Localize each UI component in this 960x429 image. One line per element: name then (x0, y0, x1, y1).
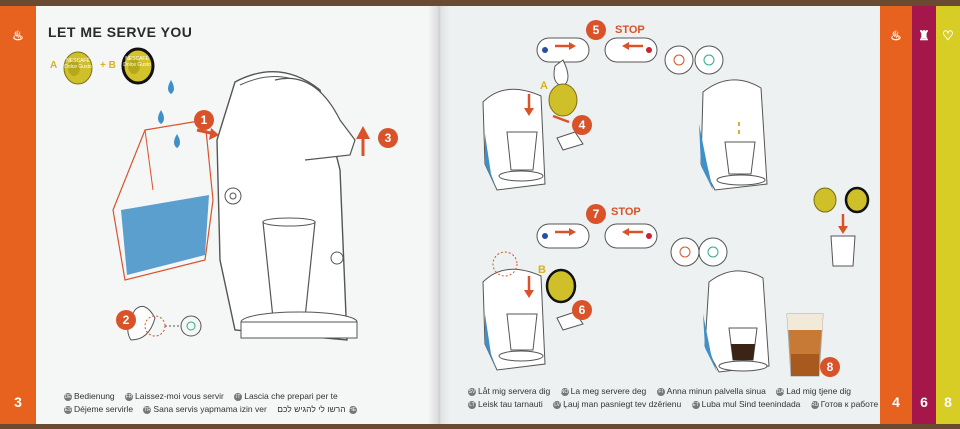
heart-icon: ♡ (942, 28, 954, 43)
language-code-chip: TR (143, 405, 152, 414)
language-code-chip: LT (468, 400, 476, 409)
tab-page-8: ♡ 8 (936, 6, 960, 424)
step-badge-2: 2 (116, 310, 136, 330)
capsule-pair-illustration (63, 47, 155, 85)
language-code-chip: LV (553, 400, 562, 409)
language-code-chip: RU (810, 400, 819, 409)
page-title: LET ME SERVE YOU (48, 24, 193, 40)
barista-icon: ♨ (12, 28, 24, 43)
coffee-machine-illustration (112, 71, 370, 341)
caption-text: Ļauj man pasniegt tev dzērienu (563, 399, 682, 409)
tab-number: 8 (944, 394, 952, 410)
page-number-left: 3 (14, 394, 22, 410)
caption-text: Bedienung (74, 391, 115, 401)
caption-text: Leisk tau tarnauti (478, 399, 543, 409)
capsule-brand-a: NESCAFÉ Dolce Gusto (64, 58, 92, 70)
language-code-chip: ES (64, 405, 72, 414)
caption-text: Déjeme servirle (74, 404, 134, 414)
caption-text: הרשו לי להגיש לכם (277, 404, 346, 414)
caption-text: Anna minun palvella sinua (666, 386, 766, 396)
caption-text: Sana servis yapmama izin ver (153, 404, 267, 414)
caption-text: La meg servere deg (570, 386, 647, 396)
step-badge-6: 6 (572, 300, 592, 320)
language-code-chip: DA (776, 387, 785, 396)
tab-page-4: ♨ 4 (880, 6, 912, 424)
language-code-chip: NO (560, 387, 569, 396)
language-code-chip: IT (234, 392, 243, 401)
language-code-chip: HE (348, 405, 357, 414)
tab-number: 6 (920, 394, 928, 410)
tab-number: 4 (892, 394, 900, 410)
step-badge-1: 1 (194, 110, 214, 130)
caption-text: Lascia che prepari per te (244, 391, 338, 401)
brewing-steps-illustration (482, 37, 870, 377)
step-badge-7: 7 (586, 204, 606, 224)
capsule-label-plus-b: + B (100, 60, 116, 71)
book-gutter (428, 6, 450, 424)
tab-page-6: ♜ 6 (912, 6, 936, 424)
step-badge-4: 4 (572, 115, 592, 135)
chess-icon: ♜ (918, 28, 930, 43)
capsule-brand-b: NESCAFÉ Dolce Gusto (123, 56, 151, 68)
language-code-chip: DE (64, 392, 72, 401)
step-badge-3: 3 (378, 128, 398, 148)
language-code-chip: ET (691, 400, 700, 409)
step-badge-5: 5 (586, 20, 606, 40)
caption-text: Laissez-moi vous servir (135, 391, 224, 401)
capsule-label-b-small: B (538, 264, 546, 276)
language-code-chip: FR (125, 392, 134, 401)
caption-text: Готов к работе (820, 399, 879, 409)
step-badge-8: 8 (820, 357, 840, 377)
caption-text: Lad mig tjene dig (786, 386, 852, 396)
language-code-chip: SV (468, 387, 476, 396)
stop-label-2: STOP (611, 206, 641, 218)
capsule-label-a-small: A (540, 80, 548, 92)
stop-label-1: STOP (615, 24, 645, 36)
caption-text: Låt mig servera dig (478, 386, 551, 396)
caption-text: Luba mul Sind teenindada (701, 399, 801, 409)
language-code-chip: FI (656, 387, 665, 396)
barista-icon: ♨ (890, 28, 902, 43)
tab-left-orange: ♨ 3 (0, 6, 36, 424)
capsule-label-a: A (50, 60, 58, 71)
